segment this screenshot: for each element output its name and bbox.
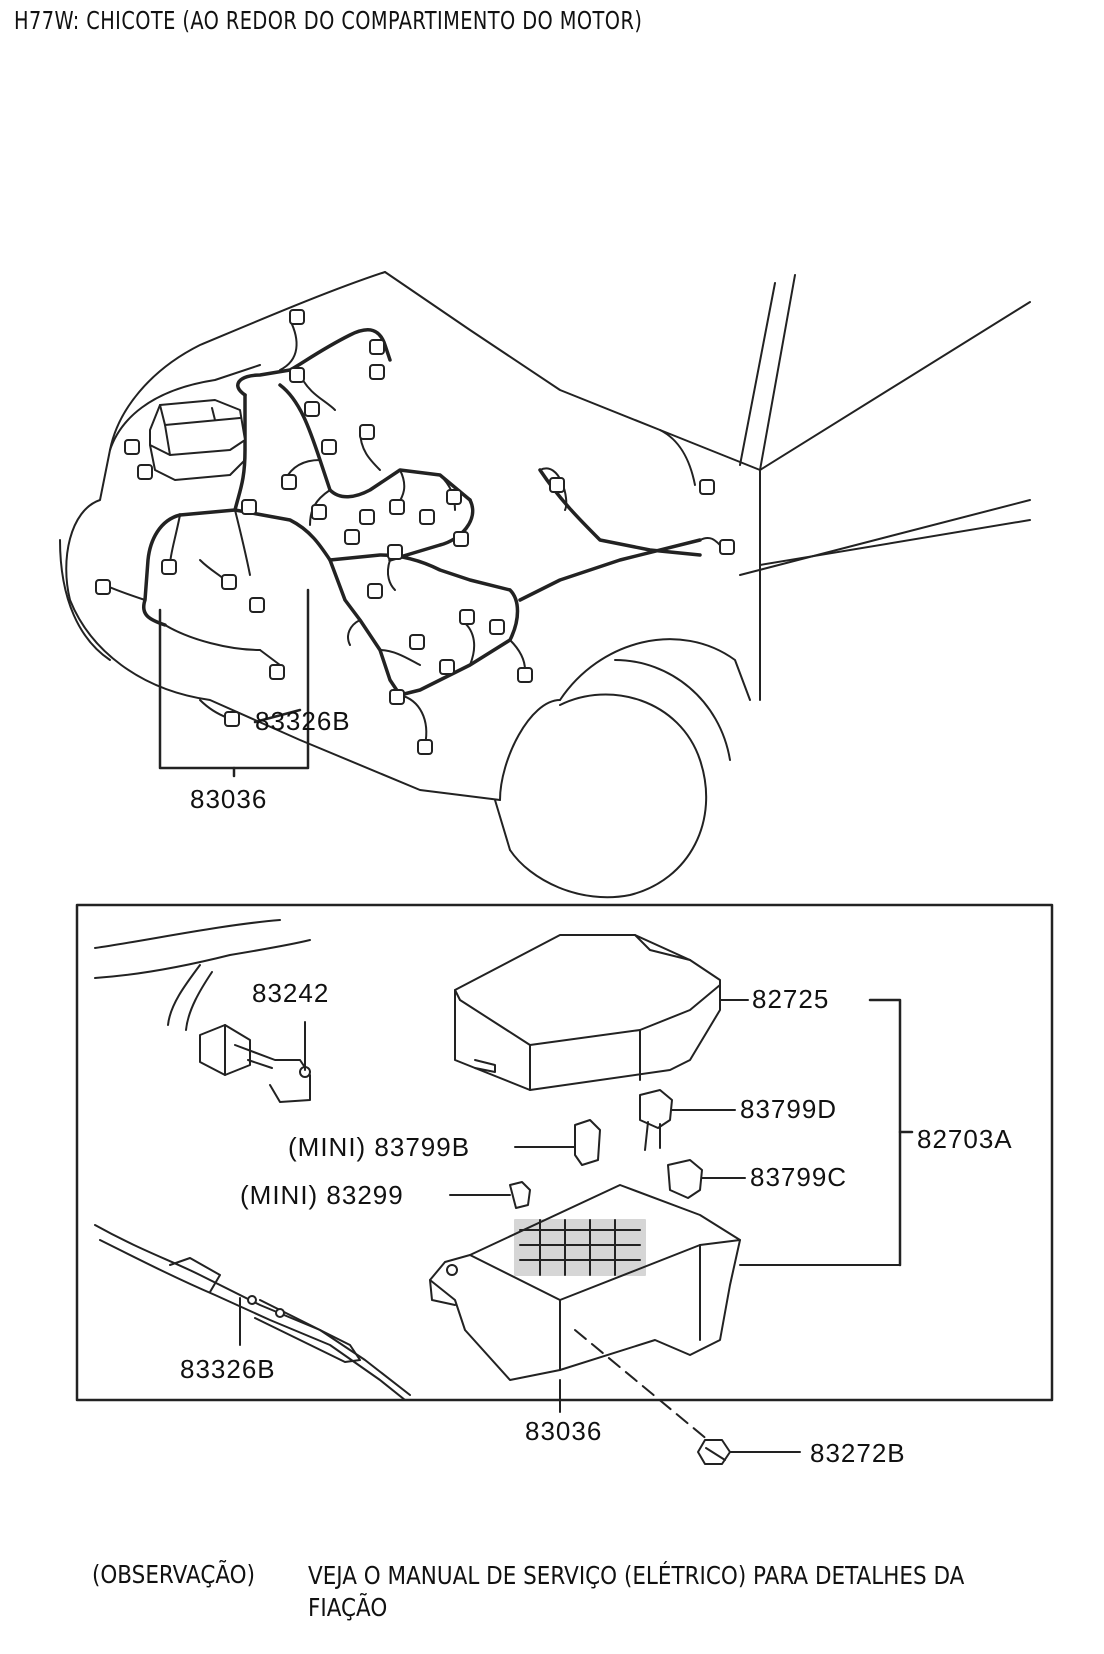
vehicle-connectors <box>95 309 735 755</box>
label-83036-upper: 83036 <box>190 784 267 814</box>
connector-83242-drawing <box>94 919 311 1103</box>
cover-82725-drawing <box>454 934 749 1091</box>
main-harness <box>142 328 702 697</box>
label-83272b: 83272B <box>810 1438 906 1468</box>
label-83299: (MINI) 83299 <box>240 1180 404 1210</box>
label-83799c: 83799C <box>750 1162 847 1192</box>
label-82725: 82725 <box>752 984 829 1014</box>
bolt-drawing <box>574 1329 801 1465</box>
note-text: VEJA O MANUAL DE SERVIÇO (ELÉTRICO) PARA… <box>308 1561 965 1622</box>
label-83242: 83242 <box>252 978 329 1008</box>
vehicle-fuse-box <box>149 399 246 481</box>
vehicle-body <box>59 271 1031 899</box>
label-83799d: 83799D <box>740 1094 837 1124</box>
upper-leaders <box>158 588 310 778</box>
fuse-drawings <box>449 1089 746 1209</box>
fuse-box-base-drawing <box>429 1184 901 1413</box>
label-83326b-lower: 83326B <box>180 1354 276 1384</box>
harness-83326b-drawing <box>94 1224 411 1401</box>
label-83799b: (MINI) 83799B <box>288 1132 470 1162</box>
label-83326b-upper: 83326B <box>255 706 351 736</box>
label-83036-lower: 83036 <box>525 1416 602 1446</box>
label-82703a: 82703A <box>917 1124 1013 1154</box>
diagram-title: H77W: CHICOTE (AO REDOR DO COMPARTIMENTO… <box>14 6 643 35</box>
note-label: (OBSERVAÇÃO) <box>92 1560 255 1589</box>
detail-frame <box>75 903 1054 1402</box>
assembly-bracket <box>868 998 914 1267</box>
